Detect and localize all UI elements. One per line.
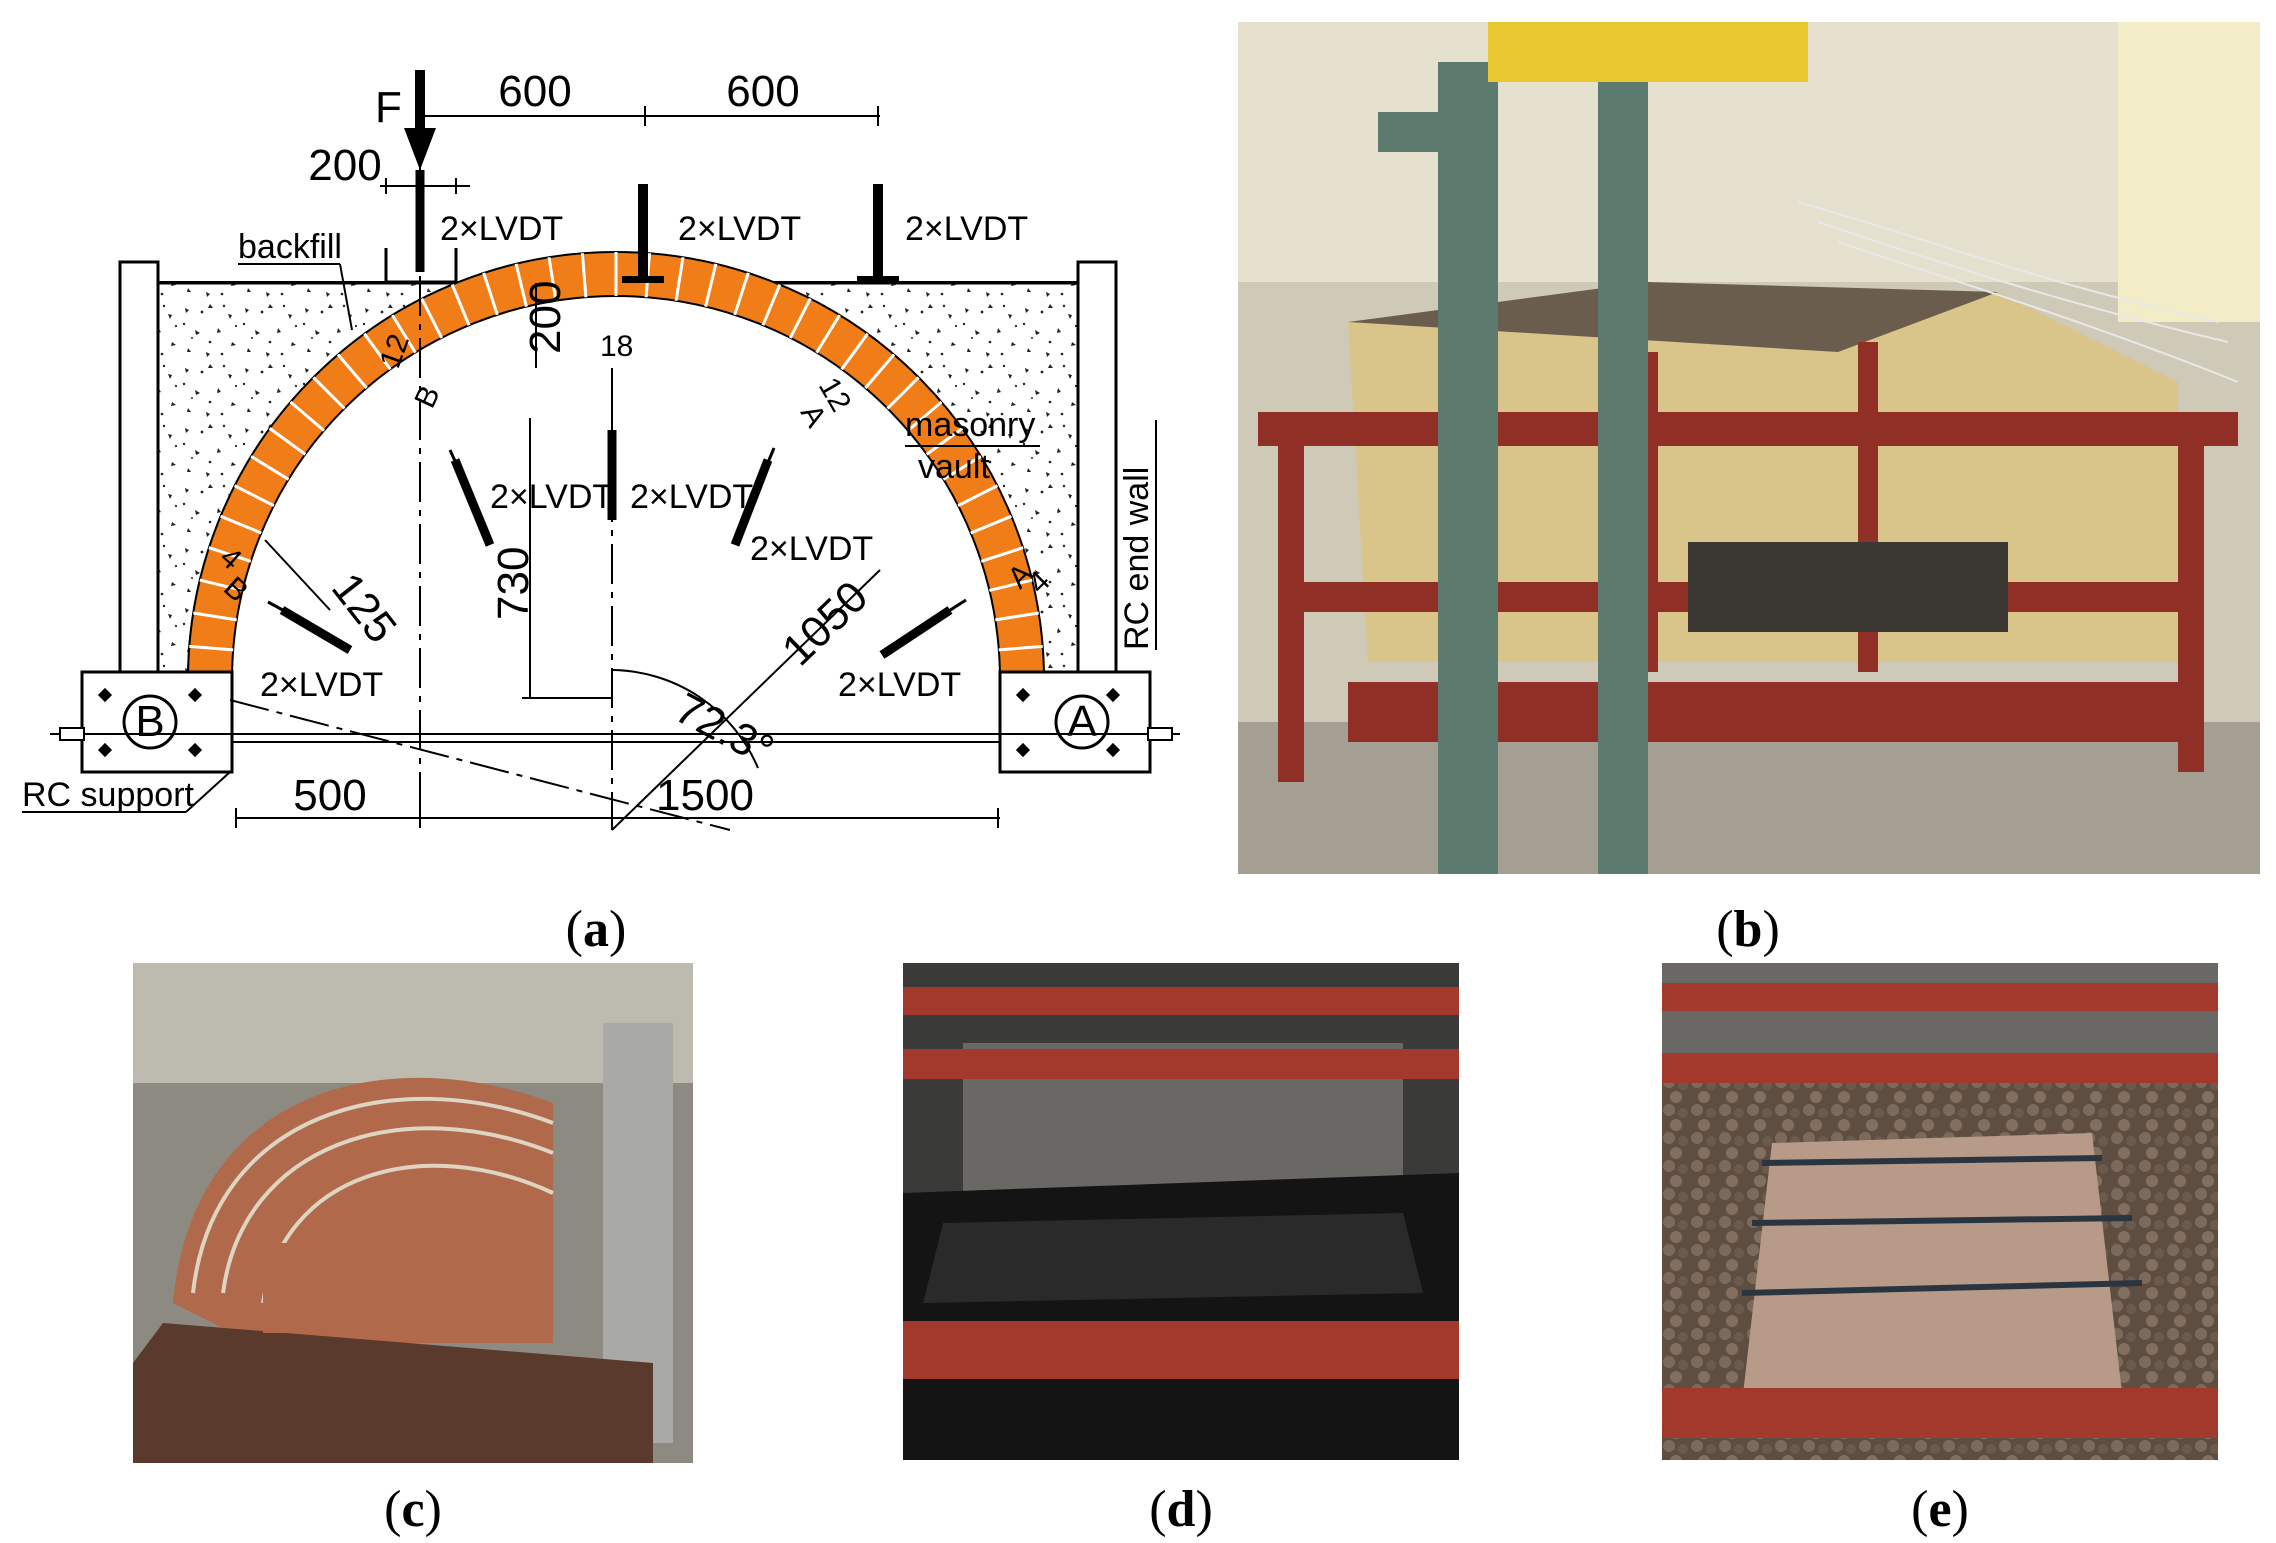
brick-joint [514, 263, 528, 307]
dim-500: 500 [293, 771, 366, 820]
dim-730: 730 [489, 547, 538, 620]
brick-joint [995, 611, 1039, 622]
brick-joint [886, 376, 920, 410]
label-18: 18 [600, 330, 633, 363]
lvdt-top-2: 2×LVDT [678, 210, 801, 248]
brick-joint [925, 427, 964, 456]
vault-test-setup-drawing: B A F 600 600 200 2×LVDT 2×LVDT 2×LVDT b… [22, 67, 1180, 831]
brick-joint [268, 427, 307, 456]
brick-joint [336, 353, 368, 389]
brick-joint [733, 272, 750, 316]
brick-joint [989, 578, 1033, 592]
support-B-label: B [135, 697, 164, 746]
dim-600-a: 600 [498, 67, 571, 116]
dim-200-vert: 200 [521, 281, 570, 354]
rc-end-wall-left [118, 260, 160, 674]
brick-joint [998, 644, 1043, 652]
brick-joint [208, 546, 252, 563]
backfill-label: backfill [238, 228, 342, 266]
brick-joint [420, 297, 444, 339]
brick-joint [704, 263, 718, 307]
support-A-label: A [1067, 697, 1097, 746]
brick-joint [391, 314, 417, 354]
brick-joint [193, 611, 237, 622]
caption-b: (b) [1716, 901, 1780, 958]
brick-joint [199, 578, 243, 592]
photo-foil-layer [903, 963, 1459, 1460]
lvdt-right-upper: 2×LVDT [750, 530, 873, 568]
brick-joint [970, 514, 1012, 535]
brick-joint [980, 546, 1024, 563]
brick-joint [840, 332, 869, 371]
caption-d: (d) [1149, 1481, 1213, 1538]
photo-test-rig [1238, 22, 2260, 874]
brick-joint [189, 644, 234, 652]
brick-joint [761, 284, 782, 326]
lvdt-top-1: 2×LVDT [440, 210, 563, 248]
lvdt-left-upper: 2×LVDT [490, 478, 613, 516]
brick-joint [220, 514, 262, 535]
brick-joint [580, 253, 588, 298]
brick-joint [450, 284, 471, 326]
brick-joints [189, 252, 1043, 652]
lvdt-top-3: 2×LVDT [905, 210, 1028, 248]
photo-backfill-layer [1662, 963, 2218, 1460]
brick-joint [363, 332, 392, 371]
dim-1500: 1500 [656, 771, 754, 820]
masonry-label: masonry [905, 406, 1035, 444]
brick-joint [289, 400, 325, 432]
brick-joint [233, 484, 275, 508]
dim-200-top: 200 [308, 141, 381, 190]
lvdt-center: 2×LVDT [630, 478, 753, 516]
brick-joint [907, 400, 943, 432]
brick-joint [957, 484, 999, 508]
brick-joint [547, 257, 558, 301]
brick-joint [674, 257, 685, 301]
brick-joint [815, 314, 841, 354]
brick-joint [942, 455, 982, 481]
brick-joint [482, 272, 499, 316]
rc-support-label: RC support [22, 776, 195, 814]
photo-brick-vault [133, 963, 693, 1463]
rc-end-wall-label: RC end wall [1118, 467, 1156, 650]
section-B-top: B [408, 381, 446, 413]
brick-joint [250, 455, 290, 481]
caption-e: (e) [1911, 1481, 1969, 1538]
lvdt-right-lower: 2×LVDT [838, 666, 961, 704]
force-label: F [375, 83, 402, 132]
lvdt-left-lower: 2×LVDT [260, 666, 383, 704]
angle-label: 72.3° [667, 684, 781, 776]
dim-600-b: 600 [726, 67, 799, 116]
brick-joint [312, 376, 346, 410]
brick-joint [864, 353, 896, 389]
caption-a: (a) [565, 901, 627, 958]
caption-c: (c) [384, 1481, 442, 1538]
brick-joint [788, 297, 812, 339]
vault-label: vault [918, 448, 990, 486]
rc-end-wall-right [1076, 260, 1118, 674]
